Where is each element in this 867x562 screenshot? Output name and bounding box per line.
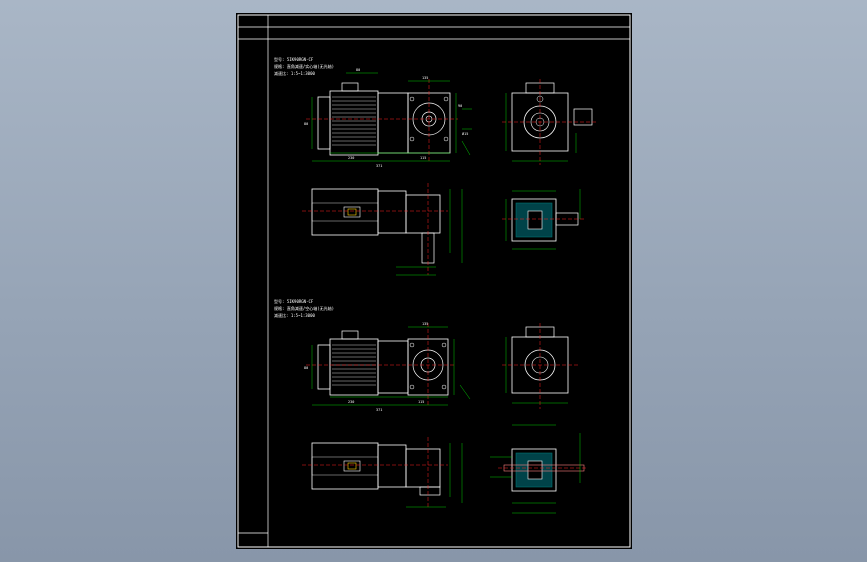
dim2-d2: 80 — [304, 366, 308, 370]
drawing-sheet: 型号: 5IK90RGN-CF 规格: 直角减速/实心轴(无光轴) 减速比: 1… — [236, 13, 632, 549]
motor-side-view-2 — [306, 323, 471, 407]
dim-text-2: 135 80 371 230 115 — [304, 322, 428, 412]
motor-side-view-1 — [306, 79, 458, 163]
gear-end-view-1 — [502, 79, 596, 165]
dim1-overall: 371 — [376, 164, 382, 168]
gear-section-view-1 — [502, 189, 586, 250]
dim1-d3: 80 — [304, 122, 308, 126]
gear-end-view-2 — [502, 323, 578, 409]
sheet-frame — [237, 14, 631, 548]
view1-model-text: 型号: 5IK90RGN-CF — [274, 56, 314, 62]
dim1-d4: 90 — [458, 104, 462, 108]
view2-ratio-text: 减速比: 1:5~1:3000 — [274, 312, 315, 318]
dim2-motor: 230 — [348, 400, 354, 404]
dim2-overall: 371 — [376, 408, 382, 412]
dim1-shaft: Ø15 — [462, 131, 468, 136]
dim1-d2: 80 — [356, 68, 360, 72]
view1-ratio-text: 减速比: 1:5~1:3000 — [274, 70, 315, 76]
dim2-gear: 115 — [418, 400, 424, 404]
dim-text-1: 135 80 80 90 371 230 115 Ø15 — [304, 68, 468, 168]
dim1-gear: 115 — [420, 156, 426, 160]
dim1-d1: 135 — [422, 76, 428, 80]
motor-front-view-2 — [302, 437, 463, 509]
view1-desc-text: 规格: 直角减速/实心轴(无光轴) — [274, 63, 334, 69]
dim1-motor: 230 — [348, 156, 354, 160]
motor-front-view-1 — [302, 183, 463, 276]
title-strip — [238, 15, 630, 547]
view2-title: 型号: 5IK90RGN-CF 规格: 直角减速/空心轴(无光轴) 减速比: 1… — [274, 298, 334, 318]
dim2-d1: 135 — [422, 322, 428, 326]
view2-model-text: 型号: 5IK90RGN-CF — [274, 298, 314, 304]
view1-title: 型号: 5IK90RGN-CF 规格: 直角减速/实心轴(无光轴) 减速比: 1… — [274, 56, 334, 76]
drawing-canvas: 型号: 5IK90RGN-CF 规格: 直角减速/实心轴(无光轴) 减速比: 1… — [237, 14, 631, 548]
dimensions-1 — [311, 72, 472, 162]
gear-section-view-2 — [490, 424, 588, 514]
view2-desc-text: 规格: 直角减速/空心轴(无光轴) — [274, 305, 334, 311]
